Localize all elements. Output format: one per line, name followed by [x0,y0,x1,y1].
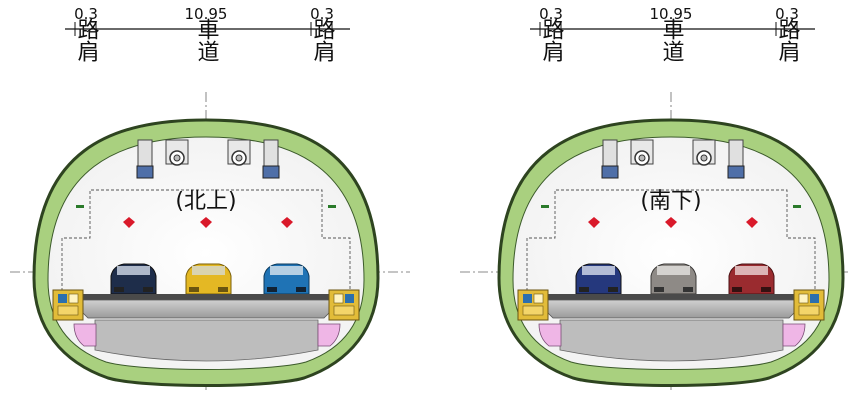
car-right [728,263,775,295]
invert-slab [559,319,784,362]
road-surface [60,294,354,300]
warning-light-right [281,217,293,228]
zone-label-left: 路肩 [74,18,100,62]
drain-left [73,323,97,347]
jet-fan-left [630,139,654,166]
zone-label-right: 路肩 [310,18,336,62]
dimension-header: 0.3 10.95 0.3 [530,5,815,36]
ceiling-hanger-right [262,139,280,179]
warning-light-center [665,217,677,228]
zone-label-center: 車道 [659,18,685,62]
car-right [263,263,310,295]
zone-label-center: 車道 [194,18,220,62]
car-center [650,263,697,295]
dimension-center: 10.95 [650,5,693,23]
drain-right [782,323,806,347]
warning-light-left [588,217,600,228]
ceiling-hanger-left [601,139,619,179]
jet-fan-right [227,139,251,166]
ceiling-hanger-left [136,139,154,179]
car-left [110,263,157,295]
car-left [575,263,622,295]
warning-light-center [200,217,212,228]
side-light-left [76,205,84,208]
road-surface [525,294,819,300]
invert-slab [94,319,319,362]
jet-fan-left [165,139,189,166]
dimension-left: 0.3 [74,5,98,23]
warning-light-right [746,217,758,228]
dimension-right: 0.3 [310,5,334,23]
ceiling-hanger-right [727,139,745,179]
warning-light-left [123,217,135,228]
drain-left [538,323,562,347]
utility-box-right [328,289,360,321]
clearance-envelope [61,189,351,296]
clearance-envelope [526,189,816,296]
car-center [185,263,232,295]
utility-box-left [52,289,84,321]
direction-label: (北上) [175,189,236,214]
direction-label: (南下) [640,189,701,214]
dimension-header: 0.3 10.95 0.3 [65,5,350,36]
utility-box-right [793,289,825,321]
tunnel-section-southbound: 0.3 10.95 0.3 路肩 車道 路肩 [460,5,850,392]
utility-box-left [517,289,549,321]
side-light-right [793,205,801,208]
zone-label-right: 路肩 [775,18,801,62]
jet-fan-right [692,139,716,166]
dimension-left: 0.3 [539,5,563,23]
side-light-left [541,205,549,208]
zone-label-left: 路肩 [539,18,565,62]
road-deck [534,299,808,319]
dimension-right: 0.3 [775,5,799,23]
dimension-center: 10.95 [185,5,228,23]
tunnel-section-northbound: 0.3 10.95 0.3 路肩 車道 路肩 [10,5,410,392]
road-deck [69,299,343,319]
side-light-right [328,205,336,208]
drain-right [317,323,341,347]
